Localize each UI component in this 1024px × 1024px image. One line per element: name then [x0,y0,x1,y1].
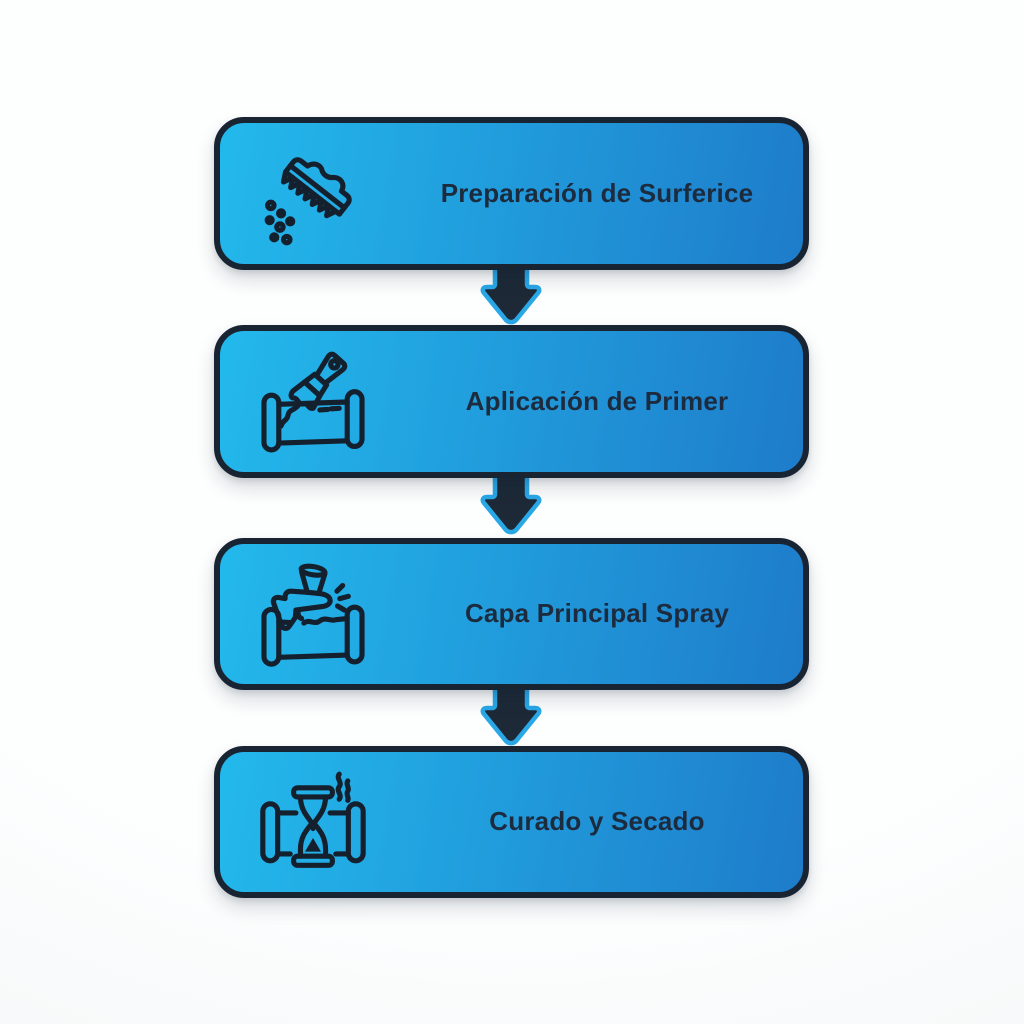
step-box-surface-prep: Preparación de Surferice [214,117,809,270]
step-label: Curado y Secado [489,806,705,837]
step-icon-wrap [220,765,405,879]
step-box-spray-coat: Capa Principal Spray [214,538,809,690]
primer-paintbrush-pipe-icon [260,351,365,452]
spray-gun-pipe-icon [260,563,365,667]
flow-arrow-down-icon [471,681,551,746]
paint-drip-edge [278,402,301,429]
hourglass [290,785,335,868]
surface-scrub-brush-icon [264,156,352,245]
debris-dots [264,199,295,245]
step-label: Preparación de Surferice [440,177,754,208]
hourglass-drying-pipe-icon [259,771,366,868]
flow-arrow-down-icon [471,470,551,535]
step-box-cure-dry: Curado y Secado [214,746,809,898]
spray-gun [270,563,351,631]
pipe [260,604,365,667]
paintbrush [288,351,347,411]
steam-squiggles [335,771,351,803]
step-label: Aplicación de Primer [465,385,729,416]
pipe [260,388,365,452]
step-icon-wrap [220,345,405,459]
step-label: Capa Principal Spray [464,598,730,629]
step-box-primer: Aplicación de Primer [214,325,809,478]
flow-arrow-down-icon [471,260,551,325]
pipe [259,801,366,864]
step-icon-wrap [220,137,405,251]
step-icon-wrap [220,557,405,671]
